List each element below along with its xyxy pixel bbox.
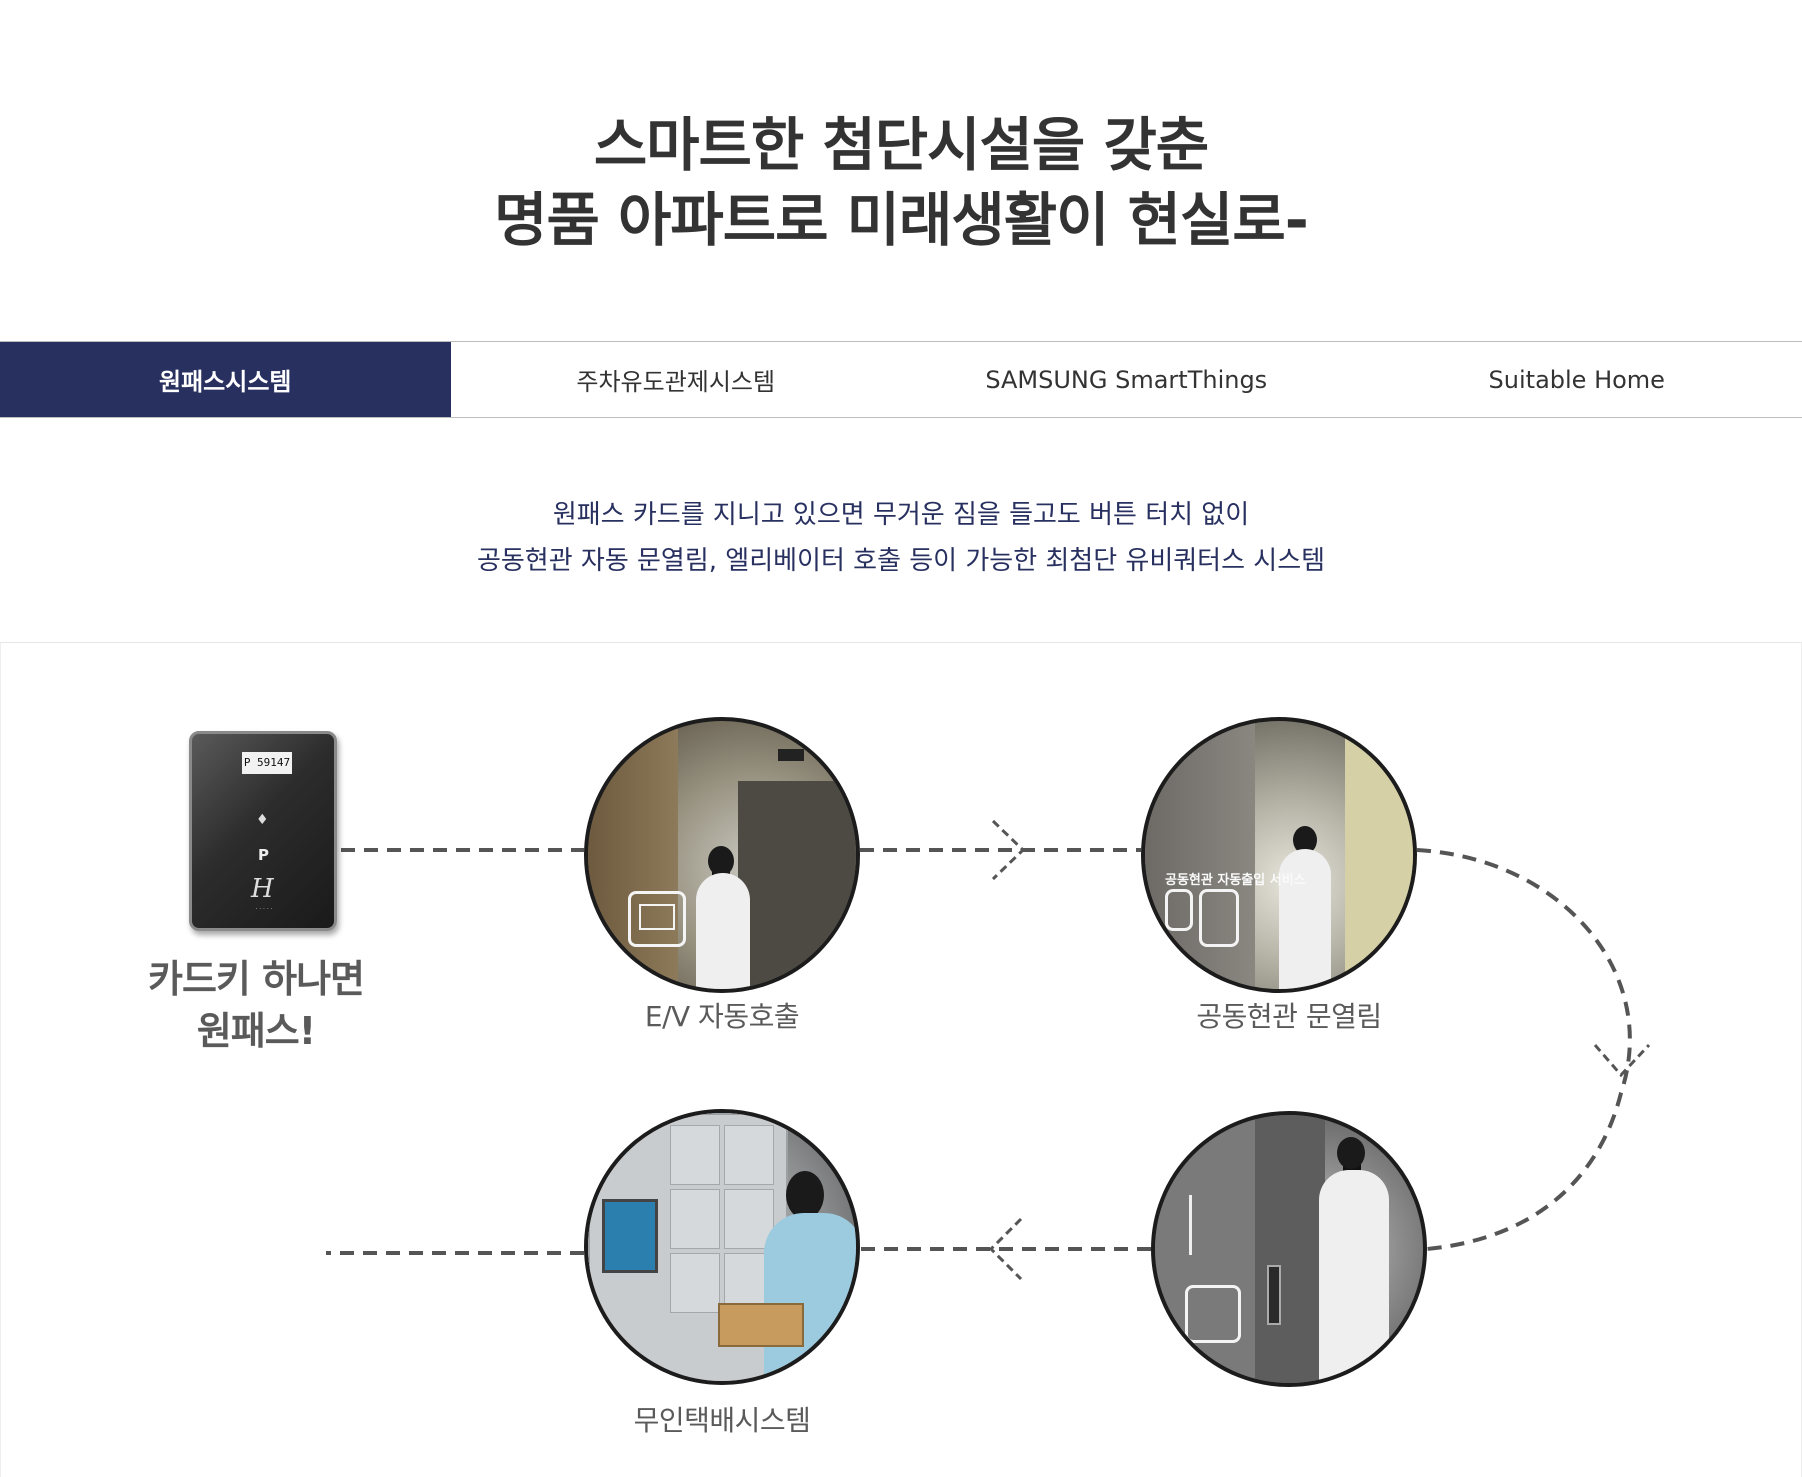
- card-caption-line-1: 카드키 하나면: [148, 957, 365, 1001]
- arrow-head-down: [1593, 1043, 1651, 1078]
- card-brand-mark: · · · · ·: [255, 906, 273, 913]
- headline-line-2: 명품 아파트로 미래생활이 현실로-: [494, 186, 1309, 254]
- arrow-head-right: [991, 819, 1026, 881]
- headline-line-1: 스마트한 첨단시설을 갖춘: [593, 111, 1209, 179]
- card-parking-label: P: [258, 846, 269, 864]
- floor-indicator: [778, 749, 804, 761]
- step-delivery-label: 무인택배시스템: [633, 1404, 811, 1437]
- locker-cell: [724, 1125, 774, 1185]
- glass-door: [1345, 721, 1413, 989]
- location-pin-icon: [1165, 889, 1193, 931]
- flow-arrows: [326, 819, 1651, 1281]
- description-line-1: 원패스 카드를 지니고 있으면 무거운 짐을 들고도 버튼 터치 없이: [552, 500, 1250, 530]
- front-door: [1255, 1115, 1325, 1383]
- kiosk-screen: [602, 1199, 658, 1273]
- parcel-box-icon: [718, 1303, 804, 1347]
- door-entry-icon: [1199, 889, 1239, 947]
- locker-cell: [670, 1125, 720, 1185]
- person-body: [1319, 1170, 1389, 1383]
- marble-wall: [588, 721, 678, 989]
- locker-cell: [670, 1253, 720, 1313]
- feature-description: 원패스 카드를 지니고 있으면 무거운 짐을 들고도 버튼 터치 없이 공동현관…: [0, 492, 1802, 584]
- elevator-icon: [628, 891, 686, 947]
- locker-cell: [670, 1189, 720, 1249]
- person-head: [1337, 1137, 1365, 1169]
- person-head: [708, 846, 734, 876]
- flow-curve-entrance-to-door: [1416, 848, 1632, 1251]
- elevator-icon-frame: [639, 904, 675, 930]
- page-headline: 스마트한 첨단시설을 갖춘 명품 아파트로 미래생활이 현실로-: [0, 108, 1802, 258]
- stone-wall: [1145, 721, 1255, 989]
- step-entrance-image: 공동현관 자동출입 서비스: [1141, 717, 1417, 993]
- arrow-head-left: [988, 1217, 1023, 1281]
- onepass-diagram: P 59147 ♦ P H · · · · · 카드키 하나면 원패스! E/V…: [0, 642, 1802, 1477]
- card-display: P 59147: [242, 752, 292, 774]
- person-head: [786, 1171, 824, 1219]
- card-caption-line-2: 원패스!: [196, 1009, 316, 1053]
- elevator-door: [738, 781, 856, 989]
- entrance-service-overlay: 공동현관 자동출입 서비스: [1165, 873, 1306, 888]
- tab-suitable-home[interactable]: Suitable Home: [1488, 365, 1665, 394]
- step-entrance-label: 공동현관 문열림: [1196, 1000, 1382, 1033]
- onepass-card-key: P 59147 ♦ P H · · · · ·: [189, 731, 337, 931]
- person-body: [1279, 849, 1331, 989]
- step-delivery-image: [584, 1109, 860, 1385]
- step-ev-call-label: E/V 자동호출: [644, 1000, 800, 1033]
- card-caption: 카드키 하나면 원패스!: [141, 953, 371, 1057]
- signal-bars-icon: [1189, 1195, 1213, 1255]
- person-body: [764, 1213, 856, 1381]
- step-door-lock-image: [1151, 1111, 1427, 1387]
- tab-onepass[interactable]: 원패스시스템: [0, 342, 451, 417]
- person-body: [696, 873, 750, 989]
- brand-logo-icon: H: [251, 874, 274, 904]
- tab-samsung-smartthings[interactable]: SAMSUNG SmartThings: [985, 365, 1268, 394]
- tab-parking-guidance[interactable]: 주차유도관제시스템: [576, 368, 776, 396]
- feature-tabs: 원패스시스템 주차유도관제시스템 SAMSUNG SmartThings Sui…: [0, 341, 1802, 418]
- step-ev-call-image: [584, 717, 860, 993]
- bell-icon: ♦: [256, 812, 269, 828]
- description-line-2: 공동현관 자동 문열림, 엘리베이터 호출 등이 가능한 최첨단 유비쿼터스 시…: [476, 546, 1326, 576]
- key-access-icon: [1185, 1285, 1241, 1343]
- digital-door-lock: [1267, 1265, 1281, 1325]
